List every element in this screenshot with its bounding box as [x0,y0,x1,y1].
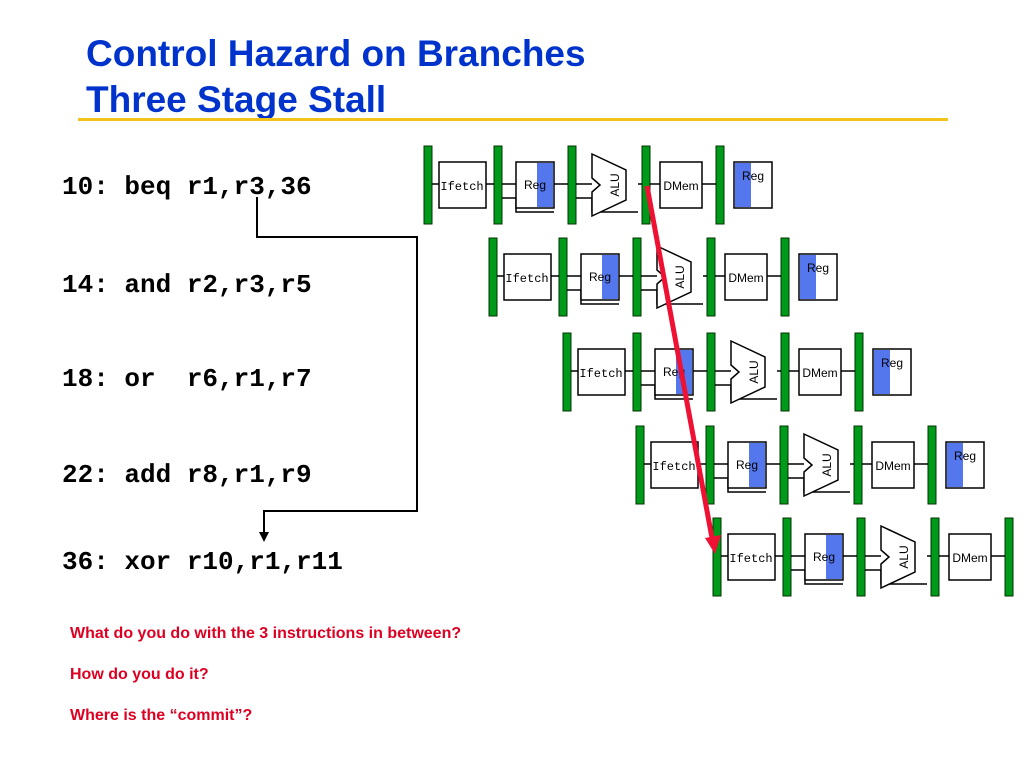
dmem-label: DMem [875,459,910,473]
pipeline-register-latch [856,517,866,597]
pipeline-register-latch [782,517,792,597]
ifetch-label: Ifetch [505,272,548,286]
ifetch-label: Ifetch [652,460,695,474]
instruction-xor: 36: xor r10,r1,r11 [62,547,343,577]
pipeline-register-latch [705,425,715,505]
instruction-beq: 10: beq r1,r3,36 [62,172,312,202]
pipeline-register-latch [779,425,789,505]
reg-read-label: Reg [736,458,758,472]
reg-write-shade [947,443,963,487]
pipeline-register-latch [493,145,503,225]
dmem-label: DMem [728,271,763,285]
slide-title-line1: Control Hazard on Branches [86,33,586,74]
pipeline-register-latch [488,237,498,317]
alu-label: ALU [608,173,622,196]
alu-label: ALU [747,360,761,383]
ifetch-label: Ifetch [440,180,483,194]
dmem-box [948,533,992,581]
alu-shape [803,432,839,498]
reg-write-label: Reg [954,449,976,463]
dmem-label: DMem [663,179,698,193]
pipeline-row-4: Ifetch Reg ALU DMem Reg [635,425,985,505]
reg-read-shade [749,443,765,487]
stall-arrowhead [705,535,721,554]
question-3: Where is the “commit”? [70,707,253,724]
reg-write-label: Reg [881,356,903,370]
pipeline-register-latch [632,332,642,412]
dmem-box [659,161,703,209]
pipeline-register-latch [780,332,790,412]
pipeline-register-latch [706,332,716,412]
reg-write-shade [874,350,890,394]
dmem-box [871,441,915,489]
pipeline-register-latch [930,517,940,597]
stall-arrow [644,185,715,539]
pipeline-register-latch [1004,517,1014,597]
pipeline-register-latch [715,145,725,225]
pipeline-row-5: Ifetch Reg ALU DMem [712,517,1014,597]
branch-target-path [256,197,418,532]
reg-read-label: Reg [813,550,835,564]
pipeline-register-latch [558,237,568,317]
ifetch-box [727,533,776,581]
alu-label: ALU [673,265,687,288]
dmem-label: DMem [952,551,987,565]
instruction-add: 22: add r8,r1,r9 [62,460,312,490]
ifetch-label: Ifetch [729,552,772,566]
pipeline-register-latch [635,425,645,505]
instruction-or: 18: or r6,r1,r7 [62,364,312,394]
pipeline-register-latch [562,332,572,412]
title-underline [78,118,948,121]
pipeline-register-latch [712,517,722,597]
reg-read-shade [602,255,618,299]
reg-write-label: Reg [807,261,829,275]
pipeline-register-latch [423,145,433,225]
instruction-and: 14: and r2,r3,r5 [62,270,312,300]
dmem-label: DMem [802,366,837,380]
dmem-box [798,348,842,396]
pipeline-row-1: Ifetch Reg ALU DMem Reg [423,145,773,225]
ifetch-box [577,348,626,396]
alu-shape [730,339,766,405]
reg-read-shade [537,163,553,207]
pipeline-register-latch [641,145,651,225]
pipeline-register-latch [927,425,937,505]
alu-label: ALU [820,453,834,476]
reg-read-label: Reg [524,178,546,192]
question-2: How do you do it? [70,666,209,683]
question-1: What do you do with the 3 instructions i… [70,625,462,642]
reg-write-label: Reg [742,169,764,183]
ifetch-box [503,253,552,301]
reg-read-shade [826,535,842,579]
ifetch-label: Ifetch [579,367,622,381]
slide-title-line2: Three Stage Stall [86,79,387,120]
alu-shape [591,152,627,218]
pipeline-row-2: Ifetch Reg ALU DMem Reg [488,237,838,317]
branch-target-arrowhead [259,532,269,542]
ifetch-box [438,161,487,209]
pipeline-register-latch [567,145,577,225]
dmem-box [724,253,768,301]
pipeline-register-latch [854,332,864,412]
alu-shape [880,524,916,590]
pipeline-register-latch [853,425,863,505]
reg-write-shade [735,163,751,207]
reg-read-label: Reg [589,270,611,284]
pipeline-register-latch [780,237,790,317]
reg-write-shade [800,255,816,299]
alu-label: ALU [897,545,911,568]
pipeline-register-latch [632,237,642,317]
pipeline-register-latch [706,237,716,317]
